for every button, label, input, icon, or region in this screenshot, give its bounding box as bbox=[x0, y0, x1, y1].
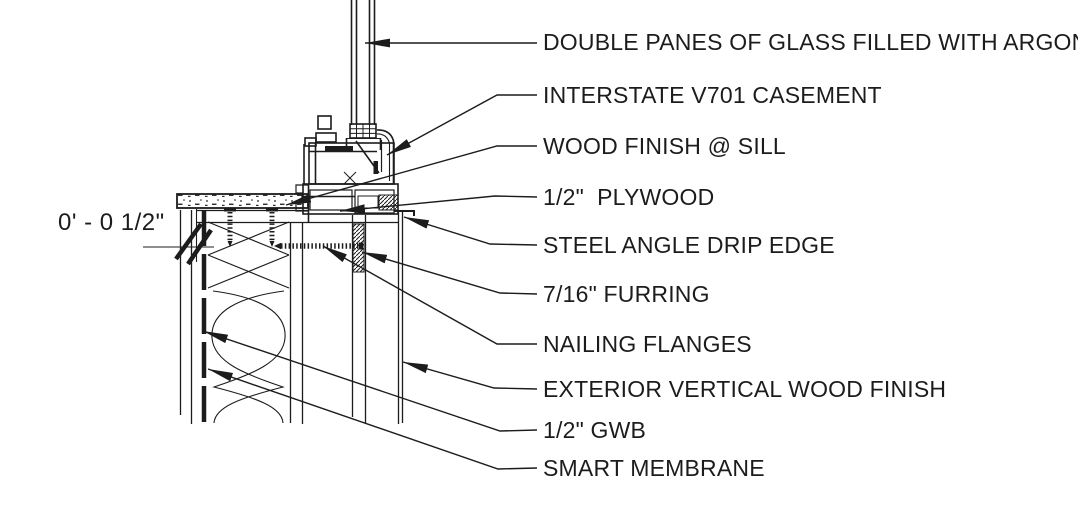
callout-steel-angle: STEEL ANGLE DRIP EDGE bbox=[543, 232, 835, 258]
fasteners bbox=[224, 208, 363, 250]
leader-wood-finish-sill bbox=[285, 145, 537, 206]
dimension: 0' - 0 1/2" bbox=[58, 209, 214, 266]
glazing-spacer bbox=[349, 123, 377, 139]
leader-furring bbox=[361, 251, 538, 295]
furring-strip bbox=[352, 223, 365, 273]
leader-exterior-finish bbox=[402, 361, 538, 390]
dimension-tick-1 bbox=[174, 222, 203, 261]
blocking-cross bbox=[207, 221, 290, 289]
callout-wood-finish: WOOD FINISH @ SILL bbox=[543, 133, 786, 159]
leader-casement bbox=[386, 94, 537, 156]
double-pane-glass bbox=[345, 0, 382, 150]
steel-angle-drip-edge bbox=[394, 210, 415, 216]
leader-nailing-flanges bbox=[322, 245, 537, 345]
dimension-text: 0' - 0 1/2" bbox=[58, 209, 165, 236]
leader-gwb bbox=[202, 330, 538, 432]
callout-exterior-finish: EXTERIOR VERTICAL WOOD FINISH bbox=[543, 376, 946, 402]
nailing-flange-block bbox=[378, 194, 399, 211]
leaders bbox=[202, 38, 538, 470]
screw-horizontal bbox=[274, 242, 363, 250]
glazing-bead-top bbox=[317, 115, 332, 130]
screw-vertical-2 bbox=[266, 208, 278, 247]
callout-casement: INTERSTATE V701 CASEMENT bbox=[543, 82, 882, 108]
leader-steel-angle bbox=[403, 216, 538, 246]
wall-assembly bbox=[179, 210, 404, 425]
leader-plywood bbox=[339, 195, 538, 213]
leader-smart-membrane bbox=[207, 368, 538, 470]
callout-furring: 7/16" FURRING bbox=[543, 281, 710, 307]
callout-plywood: 1/2" PLYWOOD bbox=[543, 184, 714, 210]
callout-labels: DOUBLE PANES OF GLASS FILLED WITH ARGON … bbox=[543, 29, 1078, 481]
screw-vertical-1 bbox=[224, 208, 236, 247]
dimension-tick-2 bbox=[186, 228, 213, 266]
callout-smart-membrane: SMART MEMBRANE bbox=[543, 455, 765, 481]
callout-gwb: 1/2" GWB bbox=[543, 417, 646, 443]
callout-double-panes: DOUBLE PANES OF GLASS FILLED WITH ARGON bbox=[543, 29, 1078, 55]
batt-insulation bbox=[211, 290, 286, 424]
callout-nailing-flanges: NAILING FLANGES bbox=[543, 331, 752, 357]
